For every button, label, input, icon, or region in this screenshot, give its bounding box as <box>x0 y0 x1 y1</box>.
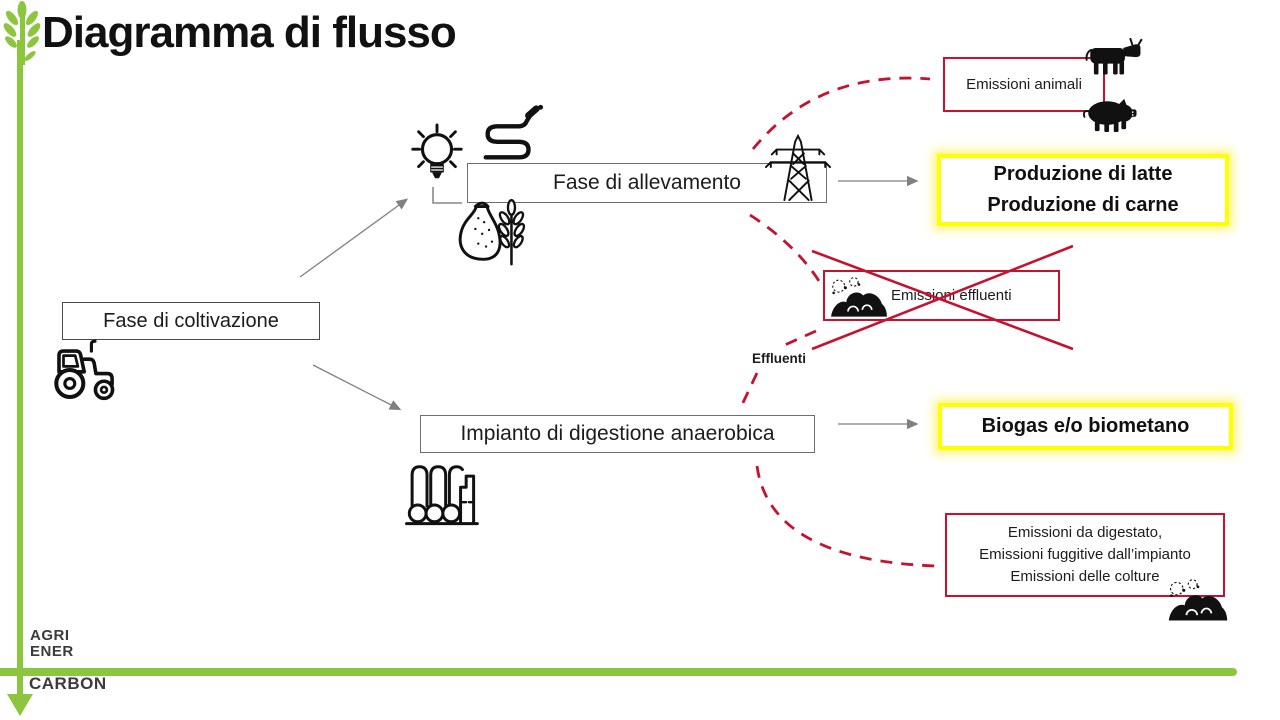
node-biogas: Biogas e/o biometano <box>938 403 1233 450</box>
emissioni-line-2: Emissioni fuggitive dall’impianto <box>979 546 1191 564</box>
logo-text-ener: ENER <box>30 643 74 660</box>
manure-icon <box>1168 579 1228 621</box>
lightbulb-icon <box>411 123 463 179</box>
dashed-effluenti-digestione <box>738 372 759 410</box>
logo-text-carbon: CARBON <box>29 674 107 693</box>
node-emissioni-animali: Emissioni animali <box>943 57 1105 112</box>
node-label: Emissioni animali <box>966 76 1082 93</box>
dashed-digestione-emissioni <box>755 465 937 568</box>
hose-icon <box>483 104 544 160</box>
green-bottom-bar <box>0 668 1237 676</box>
tractor-icon <box>54 339 115 401</box>
arrow-coltivazione-allevamento <box>299 198 409 278</box>
node-fase-coltivazione: Fase di coltivazione <box>62 302 320 340</box>
node-impianto-digestione: Impianto di digestione anaerobica <box>420 415 815 453</box>
arrow-coltivazione-digestione <box>312 364 402 411</box>
node-label: Fase di allevamento <box>553 171 741 194</box>
green-down-arrow <box>7 694 33 716</box>
produzione-line-1: Produzione di latte <box>993 163 1173 185</box>
produzione-line-2: Produzione di carne <box>987 194 1179 216</box>
node-label: Impianto di digestione anaerobica <box>460 422 775 445</box>
pig-icon <box>1083 98 1137 133</box>
node-produzione: Produzione di latte Produzione di carne <box>937 154 1229 226</box>
node-emissioni-impianto: Emissioni da digestato, Emissioni fuggit… <box>945 513 1225 597</box>
manure-icon <box>831 277 887 317</box>
cow-icon <box>1085 38 1143 75</box>
node-label: Fase di coltivazione <box>103 309 279 332</box>
node-fase-allevamento: Fase di allevamento <box>467 163 827 203</box>
feed-sack-icon <box>458 199 526 266</box>
effluenti-label: Effluenti <box>752 351 806 366</box>
dashed-allevamento-effluenti <box>749 213 821 282</box>
page-title: Diagramma di flusso <box>42 8 457 57</box>
emissioni-line-3: Emissioni delle colture <box>1010 567 1160 585</box>
emissioni-line-1: Emissioni da digestato, <box>1007 524 1163 542</box>
logo-text-agri: AGRI <box>30 627 70 644</box>
power-pylon-icon <box>764 134 832 202</box>
biogas-plant-icon <box>405 465 479 526</box>
node-label: Biogas e/o biometano <box>981 415 1190 437</box>
wheat-icon <box>3 1 41 65</box>
green-stem-line <box>17 40 23 694</box>
dashed-effluenti-label <box>777 329 817 350</box>
